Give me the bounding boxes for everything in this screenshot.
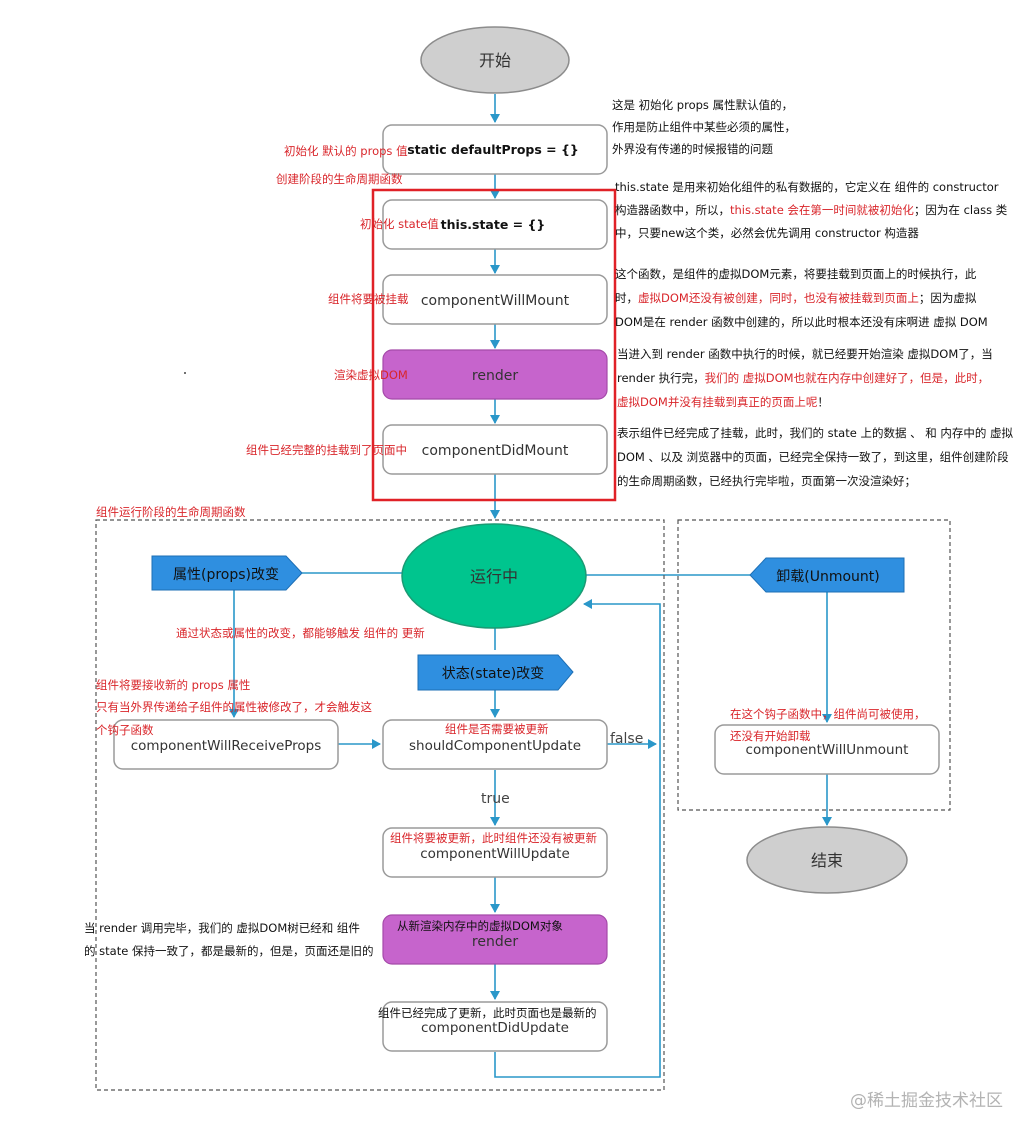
will-update-label: componentWillUpdate xyxy=(420,846,570,862)
label-trigger-update: 通过状态或属性的改变，都能够触发 组件的 更新 xyxy=(176,626,425,640)
start-label: 开始 xyxy=(479,51,511,70)
side-notes: 这是 初始化 props 属性默认值的， 作用是防止组件中某些必须的属性， 外界没有… xyxy=(84,98,1014,958)
will-update-node xyxy=(382,827,608,878)
label-init-state: 初始化 state值 xyxy=(360,217,439,231)
note-segment: 虚拟DOM并没有挂载到真正的页面上呢 xyxy=(617,395,817,409)
will-mount-label: componentWillMount xyxy=(421,293,570,309)
running-node xyxy=(401,523,587,629)
note-segment: 中，只要new这个类，必然会优先调用 constructor 构造器 xyxy=(615,226,919,240)
running-label: 运行中 xyxy=(470,567,518,586)
note-segment: 我们的 虚拟DOM也就在内存中创建好了，但是，此时， xyxy=(705,371,989,385)
note-segment: 表示组件已经完成了挂载，此时，我们的 state 上的数据 、 和 内存中的 虚… xyxy=(617,426,1014,440)
note-segment: 这个函数，是组件的虚拟DOM元素，将要挂载到页面上的时候执行，此 xyxy=(615,267,977,281)
connectors xyxy=(229,94,832,1078)
end-label: 结束 xyxy=(811,851,843,870)
run-phase-frame xyxy=(95,519,665,1091)
note-segment: this.state 会在第一时间就被初始化 xyxy=(730,203,914,217)
note-segment: this.state 是用来初始化组件的私有数据的，它定义在 组件的 const… xyxy=(615,180,999,194)
render-node xyxy=(382,349,608,400)
label-rerender: 从新渲染内存中的虚拟DOM对象 xyxy=(397,919,563,933)
note-this-state: this.state 是用来初始化组件的私有数据的，它定义在 组件的 const… xyxy=(615,180,1008,240)
props-change-flag xyxy=(151,555,303,591)
note-segment: DOM 、以及 浏览器中的页面，已经完全保持一致了，到这里，组件创建阶段 xyxy=(617,450,1009,464)
should-update-label: shouldComponentUpdate xyxy=(409,738,581,754)
label-receive-props-3: 个钩子函数 xyxy=(96,723,154,737)
this-state-label: this.state = {} xyxy=(441,217,546,232)
note-segment: 时， xyxy=(615,291,638,305)
will-unmount-label: componentWillUnmount xyxy=(746,742,909,758)
will-unmount-node xyxy=(714,724,940,775)
edge-didupdate-loop xyxy=(494,599,661,1078)
should-update-node xyxy=(382,719,608,770)
note-segment: 作用是防止组件中某些必须的属性， xyxy=(612,120,796,134)
false-edge-label: false xyxy=(610,731,643,747)
did-mount-label: componentDidMount xyxy=(422,443,569,459)
note-segment: 构造器函数中，所以， xyxy=(615,203,730,217)
will-mount-node xyxy=(382,274,608,325)
props-change-label: 属性(props)改变 xyxy=(173,567,279,583)
state-change-label: 状态(state)改变 xyxy=(442,666,544,682)
note-segment: 当 render 调用完毕，我们的 虚拟DOM树已经和 组件 xyxy=(84,921,360,935)
note-render: 当进入到 render 函数中执行的时候，就已经要开始渲染 虚拟DOM了，当 re… xyxy=(617,347,993,409)
create-phase-highlight xyxy=(371,188,617,502)
label-should-update: 组件是否需要被更新 xyxy=(445,722,549,736)
did-mount-node xyxy=(382,424,608,475)
note-segment: ；因为虚拟 xyxy=(919,291,977,305)
unmount-flag xyxy=(749,557,905,593)
this-state-node xyxy=(382,199,608,250)
note-segment: ；因为在 class 类 xyxy=(914,203,1008,217)
note-segment: 当进入到 render 函数中执行的时候，就已经要开始渲染 虚拟DOM了，当 xyxy=(617,347,993,361)
note-default-props: 这是 初始化 props 属性默认值的， 作用是防止组件中某些必须的属性， 外界没有… xyxy=(612,98,796,156)
true-edge-label: true xyxy=(481,791,510,807)
note-render-done: 当 render 调用完毕，我们的 虚拟DOM树已经和 组件的 state 保持… xyxy=(84,921,373,958)
unmount-flag-label: 卸载(Unmount) xyxy=(776,569,879,585)
label-receive-props-2: 只有当外界传递给子组件的属性被修改了，才会触发这 xyxy=(96,700,372,714)
default-props-node xyxy=(382,124,608,175)
note-segment: 的 state 保持一致了，都是最新的，但是，页面还是旧的 xyxy=(84,944,373,958)
label-run-phase: 组件运行阶段的生命周期函数 xyxy=(96,505,246,519)
watermark: @稀土掘金技术社区 xyxy=(850,1091,1003,1111)
label-create-phase: 创建阶段的生命周期函数 xyxy=(276,172,403,186)
default-props-label: static defaultProps = {} xyxy=(407,142,579,157)
label-did-update: 组件已经完成了更新，此时页面也是最新的 xyxy=(378,1006,597,1020)
start-node xyxy=(420,26,570,94)
end-node xyxy=(746,826,908,894)
note-will-mount: 这个函数，是组件的虚拟DOM元素，将要挂载到页面上的时候执行，此时，虚拟DOM还… xyxy=(615,267,988,329)
label-will-mount: 组件将要被挂载 xyxy=(328,292,409,306)
render-label: render xyxy=(472,368,518,384)
did-update-label: componentDidUpdate xyxy=(421,1020,569,1036)
will-receive-props-label: componentWillReceiveProps xyxy=(131,738,322,754)
did-update-node xyxy=(382,1001,608,1052)
note-segment: 的生命周期函数，已经执行完毕啦，页面第一次没渲染好； xyxy=(617,474,916,488)
label-will-update: 组件将要被更新，此时组件还没有被更新 xyxy=(390,831,597,845)
label-receive-props-1: 组件将要接收新的 props 属性 xyxy=(96,678,250,692)
label-init-props: 初始化 默认的 props 值 xyxy=(284,144,408,158)
render2-label: render xyxy=(472,934,518,950)
label-unmount-1: 在这个钩子函数中，组件尚可被使用， xyxy=(730,707,926,721)
label-unmount-2: 还没有开始卸载 xyxy=(730,729,811,743)
note-segment: 虚拟DOM还没有被创建，同时，也没有被挂载到页面上 xyxy=(638,291,919,305)
label-did-mount: 组件已经完整的挂载到了页面中 xyxy=(246,443,407,457)
note-segment: 外界没有传递的时候报错的问题 xyxy=(612,142,773,156)
state-change-flag xyxy=(417,654,574,691)
note-segment: DOM是在 render 函数中创建的，所以此时根本还没有床啊进 虚拟 DOM xyxy=(615,315,988,329)
will-receive-props-node xyxy=(113,719,339,770)
note-segment: render 执行完， xyxy=(617,371,705,385)
stray-dot xyxy=(184,372,186,374)
note-segment: ！ xyxy=(817,395,829,409)
render2-node xyxy=(382,914,608,965)
note-did-mount: 表示组件已经完成了挂载，此时，我们的 state 上的数据 、 和 内存中的 虚… xyxy=(617,426,1014,488)
unmount-frame xyxy=(677,519,951,811)
label-render-virtual: 渲染虚拟DOM xyxy=(334,368,408,382)
note-segment: 这是 初始化 props 属性默认值的， xyxy=(612,98,793,112)
